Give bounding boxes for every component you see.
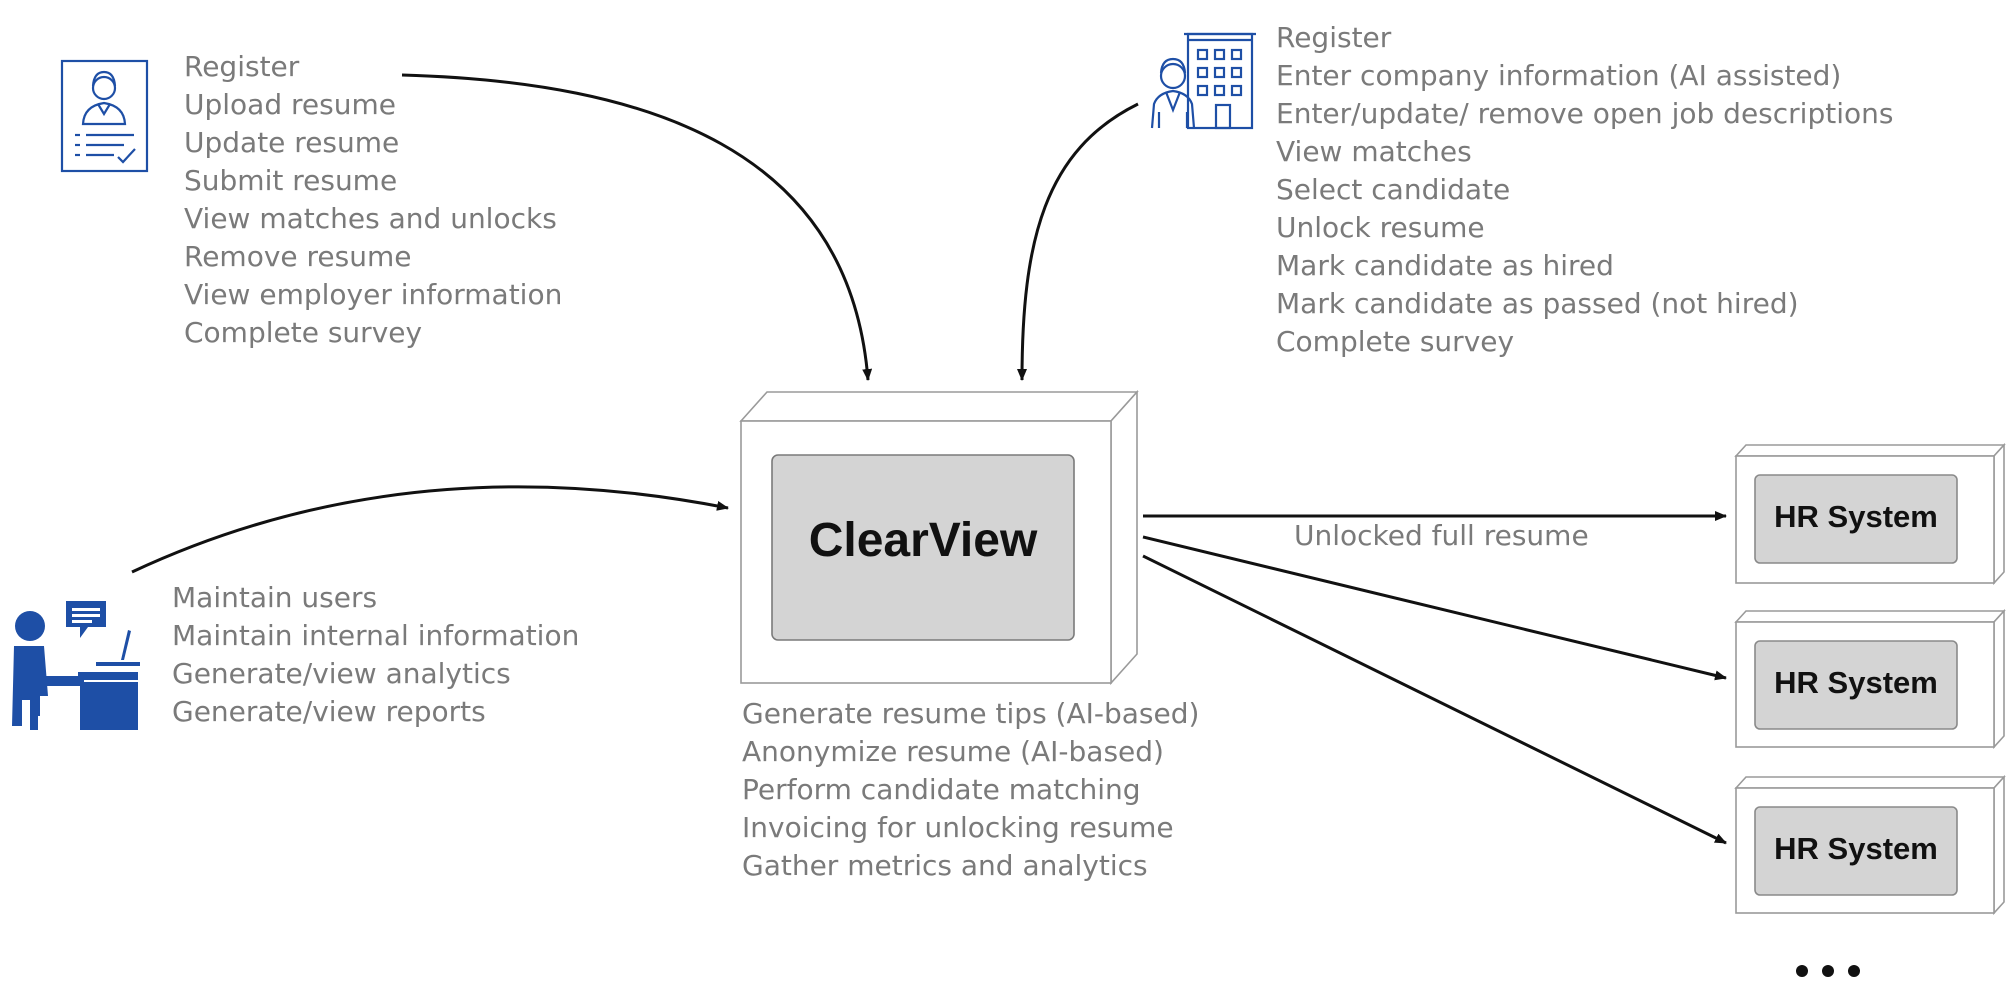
hr-system-label: HR System [1774, 831, 1938, 866]
desk-worker-icon [12, 601, 140, 730]
admin-to-clearview-arrow [131, 485, 729, 574]
list-item: Unlock resume [1276, 211, 1485, 244]
list-item: Remove resume [184, 240, 412, 273]
list-item: Generate/view reports [172, 695, 486, 728]
clearview-system-box [739, 389, 1139, 686]
list-item: Perform candidate matching [742, 773, 1141, 806]
hr-system-box [1734, 774, 2006, 916]
admin-action-list: Maintain users Maintain internal informa… [172, 579, 579, 731]
list-item: Invoicing for unlocking resume [742, 811, 1174, 844]
list-item: Register [184, 50, 300, 83]
hr-system-label: HR System [1774, 665, 1938, 700]
clearview-to-hr-arrow [1142, 554, 1727, 845]
connector-label: Unlocked full resume [1294, 519, 1589, 552]
list-item: Select candidate [1276, 173, 1511, 206]
list-item: View matches [1276, 135, 1472, 168]
list-item: Enter/update/ remove open job descriptio… [1276, 97, 1894, 130]
employer-to-clearview-arrow [1017, 102, 1139, 381]
list-item: Generate resume tips (AI-based) [742, 697, 1200, 730]
list-item: Register [1276, 21, 1392, 54]
list-item: Gather metrics and analytics [742, 849, 1148, 882]
list-item: Anonymize resume (AI-based) [742, 735, 1164, 768]
list-item: Maintain users [172, 581, 378, 614]
list-item: Mark candidate as passed (not hired) [1276, 287, 1799, 320]
list-item: Update resume [184, 126, 400, 159]
business-building-icon [1150, 32, 1256, 130]
list-item: Generate/view analytics [172, 657, 511, 690]
employer-action-list: Register Enter company information (AI a… [1276, 19, 1893, 361]
list-item: Maintain internal information [172, 619, 580, 652]
list-item: Upload resume [184, 88, 396, 121]
clearview-to-hr-arrow [1142, 535, 1727, 681]
hr-system-box [1734, 442, 2006, 586]
list-item: View matches and unlocks [184, 202, 557, 235]
list-item: Submit resume [184, 164, 398, 197]
hr-system-label: HR System [1774, 499, 1938, 534]
list-item: Complete survey [184, 316, 423, 349]
candidate-to-clearview-arrow [401, 73, 873, 381]
list-item: View employer information [184, 278, 563, 311]
resume-person-icon [60, 59, 149, 173]
candidate-action-list: Register Upload resume Update resume Sub… [184, 48, 562, 352]
list-item: Complete survey [1276, 325, 1515, 358]
ellipsis-icon [1796, 962, 1874, 981]
list-item: Enter company information (AI assisted) [1276, 59, 1842, 92]
clearview-title: ClearView [808, 514, 1038, 567]
system-function-list: Generate resume tips (AI-based) Anonymiz… [742, 695, 1199, 885]
list-item: Mark candidate as hired [1276, 249, 1614, 282]
hr-system-box [1734, 608, 2006, 750]
